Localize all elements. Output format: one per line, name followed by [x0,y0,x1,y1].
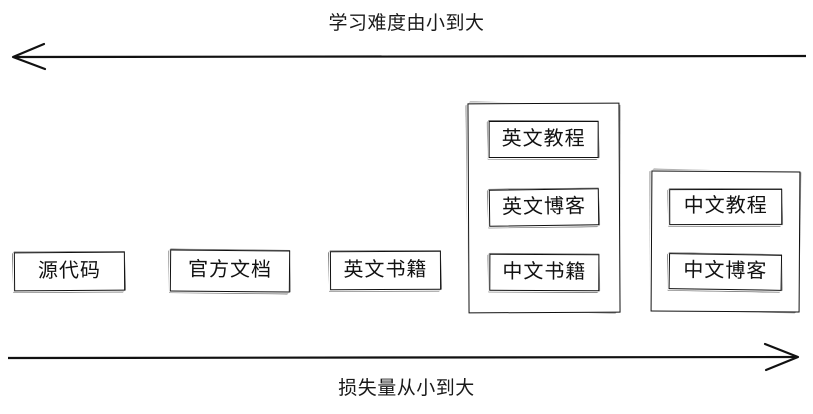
node-chinese-books[interactable]: 中文书籍 [489,253,600,292]
node-label: 英文博客 [501,194,587,219]
node-label: 中文书籍 [502,260,587,283]
node-label: 官方文档 [187,258,273,282]
group-chinese-resources: 中文教程 中文博客 [650,170,801,313]
node-label: 英文书籍 [343,258,428,281]
node-source-code[interactable]: 源代码 [13,251,126,292]
bottom-axis-line [7,355,796,360]
top-axis-line [15,54,807,59]
node-label: 英文教程 [501,127,586,150]
group-english-resources: 英文教程 英文博客 中文书籍 [467,102,621,314]
node-official-docs[interactable]: 官方文档 [169,249,291,293]
bottom-arrow-head-icon [763,342,800,372]
top-axis-label: 学习难度由小到大 [328,13,485,34]
node-chinese-blog[interactable]: 中文博客 [668,253,783,291]
node-english-books[interactable]: 英文书籍 [329,250,442,291]
node-english-tutorial[interactable]: 英文教程 [488,120,599,159]
node-label: 中文教程 [683,194,768,218]
top-axis-arrow [11,42,807,71]
node-label: 中文博客 [683,259,768,283]
bottom-axis-label: 损失量从小到大 [338,378,475,399]
node-english-blog[interactable]: 英文博客 [488,188,600,227]
node-label: 源代码 [37,259,102,282]
node-chinese-tutorial[interactable]: 中文教程 [669,188,783,226]
top-arrow-head-icon [11,42,47,71]
